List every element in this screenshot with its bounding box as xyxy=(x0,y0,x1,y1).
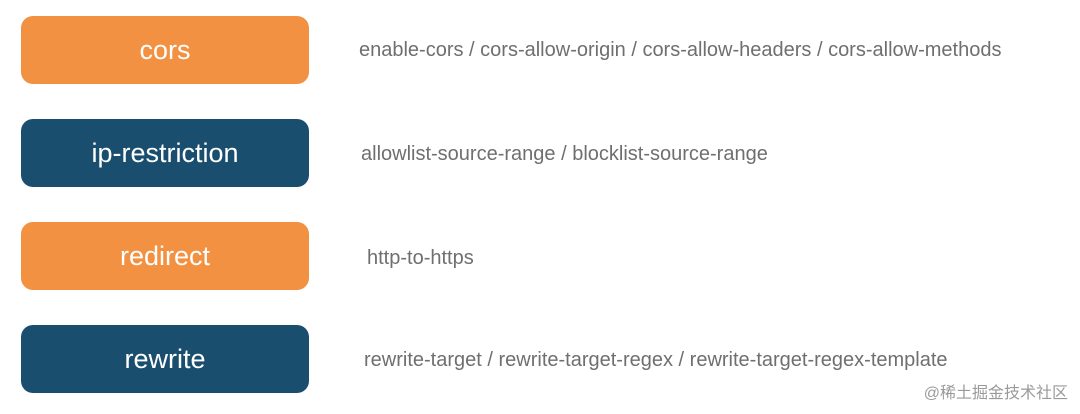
redirect-label-box: redirect xyxy=(21,222,309,290)
rewrite-label-box: rewrite xyxy=(21,325,309,393)
cors-description: enable-cors / cors-allow-origin / cors-a… xyxy=(359,39,1002,61)
ip-restriction-label: ip-restriction xyxy=(91,137,239,168)
ip-restriction-description: allowlist-source-range / blocklist-sourc… xyxy=(361,143,768,165)
rewrite-description: rewrite-target / rewrite-target-regex / … xyxy=(364,349,948,371)
cors-label: cors xyxy=(139,34,191,65)
rewrite-label: rewrite xyxy=(124,343,206,374)
redirect-label: redirect xyxy=(119,240,211,271)
redirect-description: http-to-https xyxy=(367,247,474,269)
watermark: @稀土掘金技术社区 xyxy=(923,385,1068,402)
ip-restriction-label-box: ip-restriction xyxy=(21,119,309,187)
cors-label-box: cors xyxy=(21,16,309,84)
